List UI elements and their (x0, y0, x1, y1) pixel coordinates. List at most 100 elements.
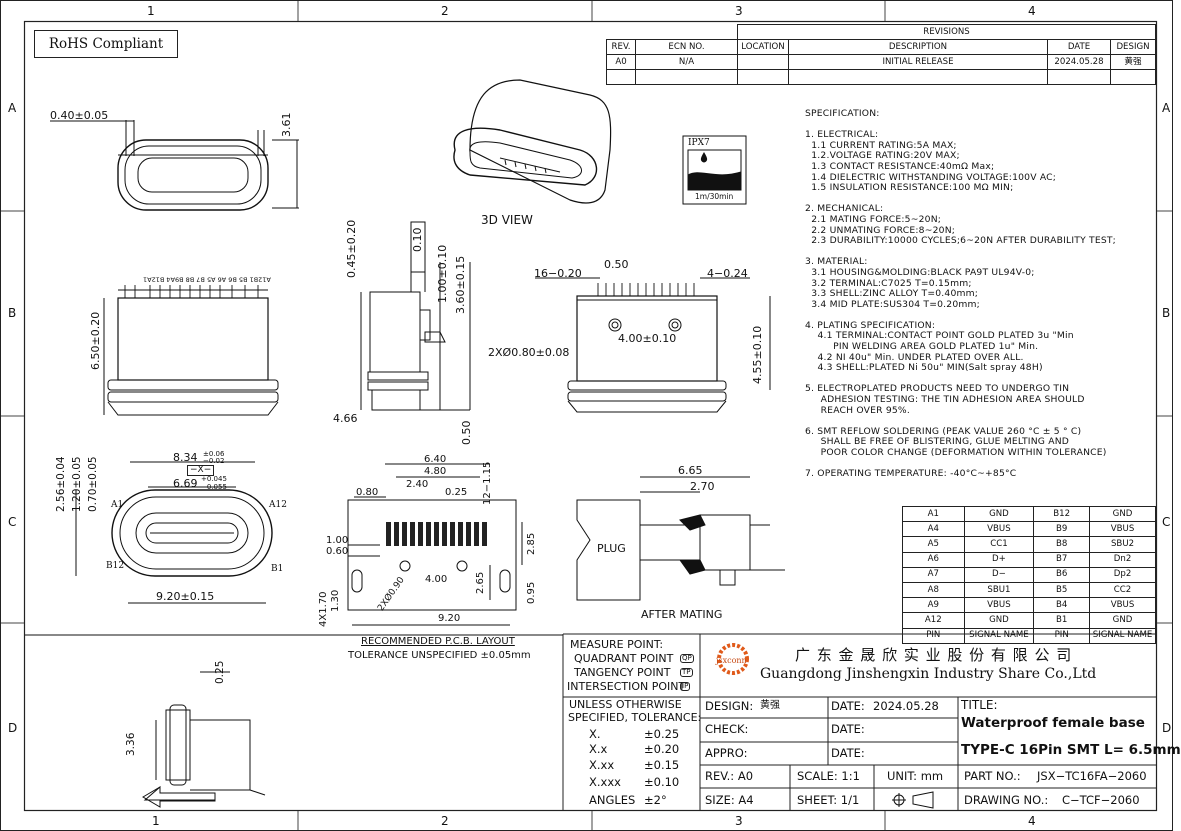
pin-side-view (103, 285, 279, 416)
bottom-side-view (25, 634, 563, 801)
zone-side-c-right: C (1162, 515, 1171, 529)
unless-label: UNLESS OTHERWISE (569, 698, 682, 711)
spec-line: 1.1 CURRENT RATING:5A MAX; (805, 139, 957, 151)
pcb-tolerance: TOLERANCE UNSPECIFIED ±0.05mm (348, 650, 531, 661)
dim-label: 1.00 (326, 535, 349, 546)
spec-line: POOR COLOR CHANGE (DEFORMATION WITHIN TO… (805, 447, 1107, 458)
dim-label: 9.20 (438, 613, 461, 624)
spec-line: 3.4 MID PLATE:SUS304 T=0.20mm; (805, 298, 980, 310)
plug-label: PLUG (597, 542, 626, 555)
front-outline-view (75, 461, 273, 604)
dim-label: 3.60±0.15 (454, 255, 467, 314)
spec-line: 2.3 DURABILITY:10000 CYCLES;6~20N AFTER … (805, 235, 1116, 247)
zone-side-a: A (8, 101, 17, 115)
rev-header: DATE (1047, 39, 1111, 55)
date-label: DATE: (831, 699, 865, 713)
measure-ip: INTERSECTION POINT (567, 680, 686, 693)
specification-notes: SPECIFICATION:1. ELECTRICAL: 1.1 CURRENT… (805, 108, 1116, 480)
signal-cell: CC2 (1089, 581, 1156, 599)
top-pin-labels: A12B1 B5 B6 A6 A5 B7 B8 B9A4 B12A1 (143, 275, 271, 284)
spec-line: ADHESION TESTING: THE TIN ADHESION AREA … (805, 394, 1085, 406)
side-profile-view (360, 221, 471, 411)
rev-cell: 2024.05.28 (1047, 54, 1111, 70)
spec-line: 3.1 HOUSING&MOLDING:BLACK PA9T UL94V-0; (805, 266, 1035, 278)
spec-line: PIN WELDING AREA GOLD PLATED 1u" Min. (805, 341, 1039, 353)
front-view-top (50, 120, 299, 211)
spec-line: 7. OPERATING TEMPERATURE: -40°C~+85°C (805, 468, 1017, 480)
pin-table-header: PIN (902, 627, 965, 644)
zone-top-3: 3 (735, 4, 743, 18)
dim-label: 2.65 (475, 571, 486, 594)
zone-bottom-1: 1 (152, 814, 160, 828)
dim-label: 0.95 (526, 581, 537, 604)
zone-top-1: 1 (147, 4, 155, 18)
unit-label: UNIT: mm (887, 769, 944, 783)
zone-bottom-3: 3 (735, 814, 743, 828)
dim-label: 4.00±0.10 (618, 332, 677, 345)
pin-cell: B1 (1033, 612, 1091, 629)
signal-cell: VBUS (963, 597, 1035, 614)
sheet-label: SHEET: 1/1 (797, 793, 860, 807)
tol-key: X.xx (589, 758, 615, 772)
title-line-2: TYPE-C 16Pin SMT L= 6.5mm (961, 742, 1181, 758)
rev-header: DESCRIPTION (788, 39, 1048, 55)
rev-cell: N/A (635, 54, 738, 70)
company-name-cn: 广 东 金 晟 欣 实 业 股 份 有 限 公 司 (795, 646, 1073, 664)
specified-label: SPECIFIED, TOLERANCE: (568, 711, 702, 724)
appro-date-label: DATE: (831, 746, 865, 760)
pin-a1-label: A1 (111, 500, 124, 510)
dim-label: 4.66 (333, 412, 358, 425)
dim-tol: +0.045 (201, 475, 227, 483)
tol-val: ±0.20 (644, 742, 680, 756)
pin-cell: B9 (1033, 521, 1091, 538)
spec-line: 1.5 INSULATION RESISTANCE:100 MΩ MIN; (805, 182, 1014, 194)
spec-line: 4.2 NI 40u" Min. UNDER PLATED OVER ALL. (805, 351, 1024, 363)
dim-label: 0.10 (411, 227, 424, 253)
signal-cell: VBUS (963, 521, 1035, 538)
revisions-title: REVISIONS (737, 24, 1156, 40)
after-mating-label: AFTER MATING (641, 608, 723, 621)
dim-label: 6.50±0.20 (89, 311, 102, 370)
front-mount-view (535, 277, 771, 413)
dim-label: 12−1.15 (482, 461, 493, 505)
dim-label: 2XØ0.80±0.08 (488, 346, 570, 359)
spec-line: SHALL BE FREE OF BLISTERING, GLUE MELTIN… (805, 436, 1070, 448)
signal-cell: GND (963, 612, 1035, 629)
pin-cell: A4 (902, 521, 965, 538)
zone-bottom-2: 2 (441, 814, 449, 828)
signal-cell: GND (1089, 505, 1156, 523)
design-value: 黄强 (760, 700, 780, 711)
pin-cell: B4 (1033, 597, 1091, 614)
signal-cell: Dp2 (1089, 566, 1156, 583)
pin-table-header: SIGNAL NAME (963, 627, 1035, 644)
zone-side-d: D (8, 721, 18, 735)
spec-line: 5. ELECTROPLATED PRODUCTS NEED TO UNDERG… (805, 383, 1070, 395)
company-logo: jsxconn (716, 656, 747, 665)
pin-cell: A7 (902, 566, 965, 583)
datum-x: −X− (187, 465, 215, 476)
connector-3d-view (453, 79, 612, 204)
rev-cell: A0 (606, 54, 636, 70)
dim-label: 0.25 (214, 660, 226, 684)
pin-cell: B7 (1033, 551, 1091, 568)
dim-label: 4−0.24 (707, 267, 748, 280)
title-label: TITLE: (961, 698, 998, 712)
dim-label: 0.45±0.20 (345, 219, 358, 278)
dim-label: 2.70 (690, 480, 715, 493)
measure-qp: QUADRANT POINT (574, 652, 674, 665)
zone-bottom-4: 4 (1028, 814, 1036, 828)
rev-cell: INITIAL RELEASE (788, 54, 1048, 70)
spec-line: 4.1 TERMINAL:CONTACT POINT GOLD PLATED 3… (805, 330, 1074, 342)
tol-key: X.xxx (589, 775, 621, 789)
zone-top-4: 4 (1028, 4, 1036, 18)
mating-view (576, 476, 785, 601)
dim-label: 4X1.70 (318, 591, 329, 627)
